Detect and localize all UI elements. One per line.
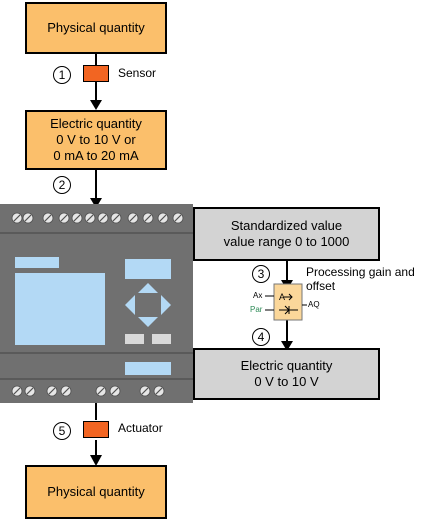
electric-quantity-input-label: Electric quantity 0 V to 10 V or 0 mA to…	[50, 116, 142, 163]
function-block-icon: A	[265, 283, 307, 321]
standardized-value-box: Standardized value value range 0 to 1000	[193, 207, 380, 261]
electric-quantity-output-box: Electric quantity 0 V to 10 V	[193, 348, 380, 400]
step-4-marker: 4	[252, 328, 270, 346]
electric-quantity-output-label: Electric quantity 0 V to 10 V	[240, 358, 333, 389]
step-1-marker: 1	[53, 66, 71, 84]
physical-quantity-output-box: Physical quantity	[25, 465, 167, 519]
block-input-ax: Ax	[253, 291, 263, 300]
electric-quantity-input-box: Electric quantity 0 V to 10 V or 0 mA to…	[25, 110, 167, 170]
physical-quantity-input-label: Physical quantity	[47, 20, 145, 35]
physical-quantity-input-box: Physical quantity	[25, 2, 167, 54]
block-output-aq: AQ	[308, 300, 320, 309]
standardized-value-label: Standardized value value range 0 to 1000	[223, 218, 350, 249]
actuator-icon	[83, 421, 109, 438]
physical-quantity-output-label: Physical quantity	[47, 484, 145, 499]
sensor-icon	[83, 65, 109, 82]
processing-label: Processing gain and offset	[306, 265, 415, 293]
actuator-label: Actuator	[118, 421, 163, 435]
step-5-marker: 5	[53, 422, 71, 440]
block-input-par: Par	[250, 305, 263, 314]
sensor-label: Sensor	[118, 66, 157, 80]
step-3-marker: 3	[252, 265, 270, 283]
step-2-marker: 2	[53, 176, 71, 194]
svg-text:A: A	[279, 292, 285, 302]
